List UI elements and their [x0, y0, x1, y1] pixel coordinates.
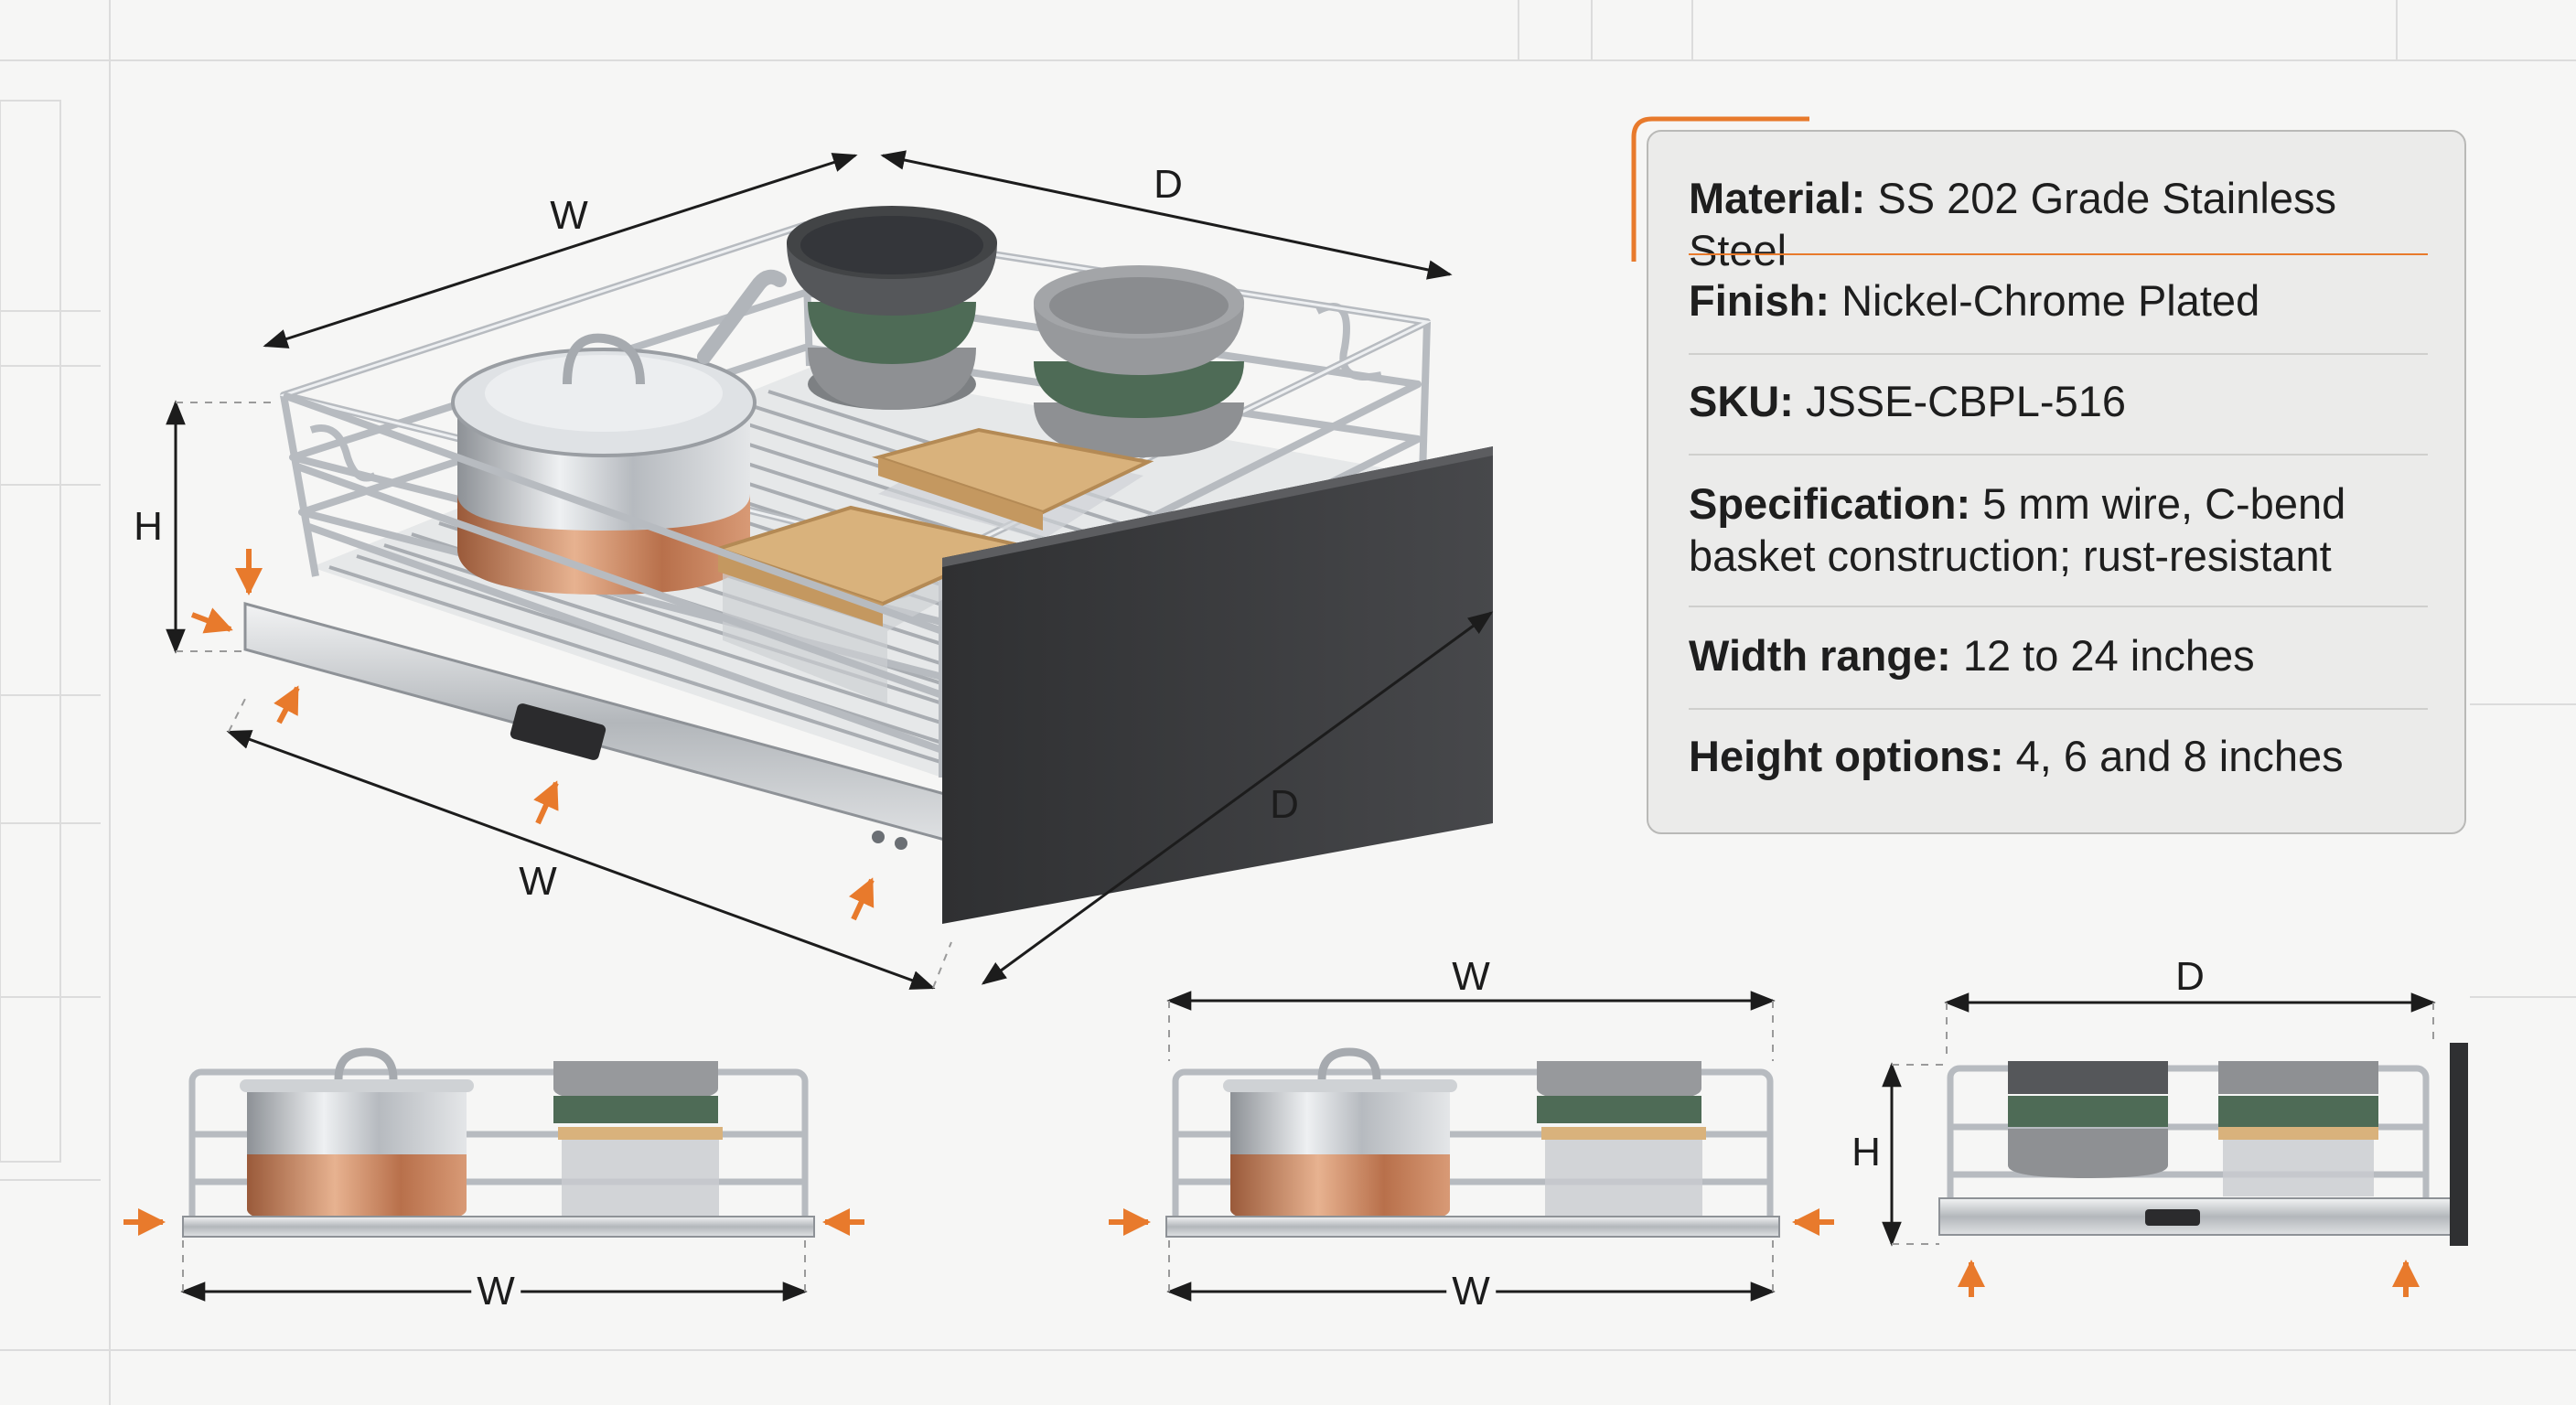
- spec-value-sku: JSSE-CBPL-516: [1805, 377, 2126, 425]
- spec-divider: [1689, 454, 2428, 456]
- dim-label-side-height: H: [1852, 1130, 1881, 1174]
- dim-label-front-1-width: W: [471, 1271, 521, 1312]
- spec-row-height-options: Height options: 4, 6 and 8 inches: [1689, 730, 2428, 782]
- spec-row-width-range: Width range: 12 to 24 inches: [1689, 629, 2428, 681]
- spec-divider: [1689, 353, 2428, 355]
- spec-divider: [1689, 708, 2428, 710]
- spec-label-specification: Specification:: [1689, 479, 1971, 528]
- spec-label-height-options: Height options:: [1689, 732, 2004, 780]
- spec-row-sku: SKU: JSSE-CBPL-516: [1689, 375, 2428, 427]
- spec-value-material: SS 202 Grade Stainless Steel: [1689, 174, 2336, 274]
- spec-row-material: Material: SS 202 Grade Stainless Steel: [1689, 172, 2428, 276]
- dim-label-front-2-width-top: W: [1452, 954, 1490, 999]
- dim-label-main-depth-top: D: [1154, 162, 1183, 207]
- spec-label-width-range: Width range:: [1689, 631, 1951, 680]
- dim-label-main-width-top: W: [550, 193, 588, 238]
- dim-label-main-height: H: [134, 504, 163, 549]
- side-view: [1882, 992, 2468, 1297]
- dim-label-front-2-width-bottom: W: [1446, 1271, 1496, 1312]
- container-back: [872, 427, 1154, 540]
- dim-label-side-depth: D: [2175, 954, 2205, 999]
- orange-arrow-icon: [190, 549, 875, 921]
- spec-row-specification: Specification: 5 mm wire, C-bend basket …: [1689, 477, 2428, 582]
- main-dimension-lines: [166, 150, 1494, 990]
- spec-value-finish: Nickel-Chrome Plated: [1841, 276, 2260, 325]
- spec-divider: [1689, 606, 2428, 607]
- spec-row-finish: Finish: Nickel-Chrome Plated: [1689, 274, 2428, 327]
- spec-label-material: Material:: [1689, 174, 1866, 222]
- front-view-2: [1109, 991, 1834, 1302]
- front-view-1: [123, 1047, 864, 1302]
- spec-panel: Material: SS 202 Grade Stainless Steel F…: [1647, 130, 2466, 834]
- spec-label-sku: SKU:: [1689, 377, 1794, 425]
- spec-value-specification: 5 mm wire, C-bend: [1982, 479, 2346, 528]
- main-drawer: [243, 206, 1493, 924]
- dim-label-main-depth-bottom: D: [1270, 782, 1299, 827]
- dim-label-main-width-bottom: W: [519, 859, 557, 904]
- spec-divider: [1689, 253, 2428, 255]
- bowl-stack-back: [787, 206, 997, 410]
- spec-value-height-options: 4, 6 and 8 inches: [2015, 732, 2344, 780]
- spec-value-width-range: 12 to 24 inches: [1962, 631, 2255, 680]
- bowl-stack-right: [1034, 265, 1244, 457]
- spec-label-finish: Finish:: [1689, 276, 1830, 325]
- spec-value-specification-line2: basket construction; rust-resistant: [1689, 531, 2332, 580]
- panel-accent-bracket: [1631, 116, 1809, 262]
